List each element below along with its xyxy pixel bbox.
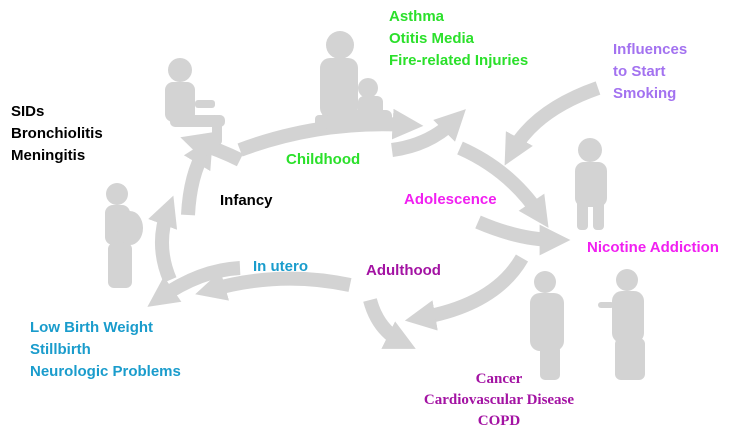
- childhood-outcome-otitis-media: Otitis Media: [389, 30, 475, 47]
- in-utero-outcome-stillbirth: Stillbirth: [30, 341, 91, 358]
- adolescence-outcome-nicotine-addiction: Nicotine Addiction: [587, 239, 719, 256]
- adulthood-outcome-copd: COPD: [477, 413, 521, 429]
- childhood-outcomes: Asthma Otitis Media Fire-related Injurie…: [389, 6, 528, 72]
- adulthood-outcome-cardiovascular: Cardiovascular Disease: [423, 392, 575, 408]
- stage-label-adolescence: Adolescence: [404, 191, 497, 208]
- in-utero-outcomes: Low Birth Weight Stillbirth Neurologic P…: [30, 317, 181, 383]
- arrow-infancy-to-outcomes: [180, 132, 244, 167]
- arrow-adulthood-down: [363, 297, 416, 349]
- stage-label-infancy: Infancy: [220, 192, 273, 209]
- stage-label-in-utero: In utero: [253, 258, 308, 275]
- stage-label-childhood: Childhood: [286, 151, 361, 168]
- pregnant-woman-figure: [105, 183, 143, 288]
- infancy-outcomes: SIDs Bronchiolitis Meningitis: [11, 101, 103, 167]
- arrow-childhood-continue: [390, 109, 466, 157]
- influences-line-3: Smoking: [613, 85, 677, 102]
- influences-line-1: Influences: [613, 41, 688, 58]
- infancy-outcome-bronchiolitis: Bronchiolitis: [11, 125, 103, 142]
- in-utero-outcome-neurologic: Neurologic Problems: [30, 363, 181, 380]
- two-adults-talking-figure: [530, 269, 645, 380]
- arrow-influences-down: [504, 81, 601, 166]
- infancy-outcome-sids: SIDs: [11, 103, 45, 120]
- seated-adult-with-child-figure: [315, 31, 392, 129]
- childhood-outcome-fire-injuries: Fire-related Injuries: [389, 52, 529, 69]
- arrow-utero-to-infancy-upper: [181, 136, 213, 216]
- in-utero-outcome-low-birth-weight: Low Birth Weight: [30, 319, 154, 336]
- arrow-adulthood-to-utero: [195, 270, 352, 301]
- influences-line-2: to Start: [613, 63, 666, 80]
- infancy-outcome-meningitis: Meningitis: [11, 147, 86, 164]
- arrow-utero-to-infancy-lower: [148, 195, 178, 283]
- adulthood-outcome-cancer: Cancer: [475, 371, 523, 387]
- adulthood-outcomes: Cancer Cardiovascular Disease COPD: [386, 369, 612, 432]
- standing-adolescent-figure: [575, 138, 607, 230]
- seated-child-figure: [165, 58, 225, 145]
- arrow-utero-to-outcomes: [147, 261, 241, 307]
- arrow-childhood-to-adolescence: [457, 141, 549, 228]
- childhood-outcome-asthma: Asthma: [389, 8, 445, 25]
- arrow-adolescence-to-addiction: [475, 215, 571, 256]
- stage-label-adulthood: Adulthood: [366, 262, 441, 279]
- influences-to-start-smoking: Influences to Start Smoking: [613, 39, 687, 105]
- arrow-addiction-to-adulthood: [404, 254, 529, 331]
